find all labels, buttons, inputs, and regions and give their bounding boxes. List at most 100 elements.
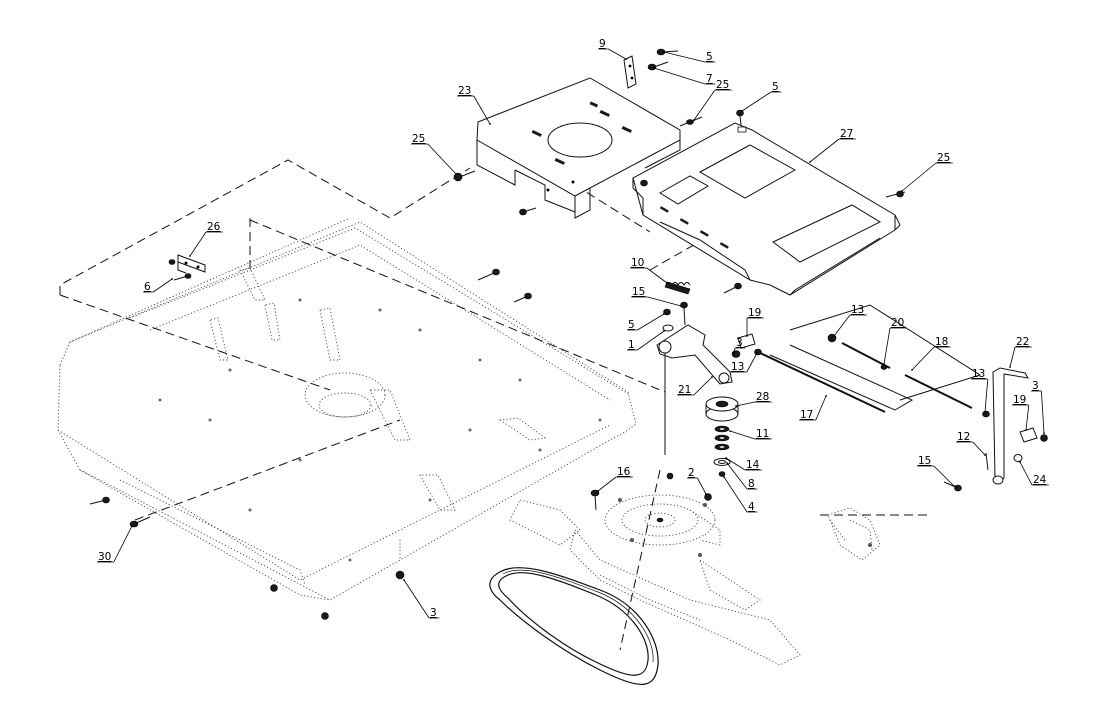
callout-arrowhead [723, 476, 725, 478]
callout-arrowhead [1009, 366, 1011, 368]
callout-leader [971, 378, 989, 413]
callout-number: 30 [98, 551, 111, 563]
callout-number: 10 [631, 257, 644, 269]
callout-number: 3 [1032, 380, 1039, 392]
callout-leader [833, 314, 867, 337]
callout-number: 25 [937, 152, 950, 164]
callout-leader [1019, 461, 1049, 486]
callout-leader [730, 352, 758, 373]
cover-plate-part-27 [632, 122, 901, 296]
rods [754, 304, 982, 413]
callout-leader [741, 91, 782, 112]
cover-plate-part-23 [476, 77, 681, 219]
callout-leader [627, 313, 665, 331]
callout-leader [956, 441, 986, 456]
callout-arrowhead [625, 58, 627, 60]
callout-leader [143, 278, 173, 293]
lever-part-22 [982, 367, 1048, 485]
callout-number: 14 [746, 459, 760, 471]
callout-number: 26 [207, 221, 221, 233]
callout-leader [809, 138, 856, 163]
callout-number: 21 [678, 384, 691, 396]
callout-number: 8 [748, 478, 755, 490]
callout-leader [911, 346, 951, 371]
callout-arrowhead [705, 493, 707, 495]
callout-number: 4 [748, 501, 755, 513]
callout-number: 28 [756, 391, 769, 403]
callout-leader [725, 457, 762, 471]
callout-arrowhead [733, 352, 735, 354]
callout-leader [631, 296, 682, 307]
callout-arrowhead [711, 376, 713, 378]
callout-number: 15 [918, 455, 931, 467]
callout-leader [746, 317, 764, 336]
callout-leader [726, 462, 758, 490]
callout-leader [723, 476, 758, 513]
callout-number: 12 [957, 431, 970, 443]
callout-number: 22 [1016, 336, 1029, 348]
callout-number: 15 [632, 286, 645, 298]
callout-arrowhead [663, 51, 665, 53]
idler-arm-assembly [656, 281, 756, 455]
pulley-stack [705, 396, 739, 477]
drive-belt [489, 567, 659, 685]
callout-number: 2 [688, 467, 695, 479]
callout-number: 18 [935, 336, 948, 348]
callout-leader [883, 327, 907, 365]
callout-number: 3 [430, 607, 437, 619]
callout-arrowhead [735, 405, 737, 407]
callout-leader [403, 579, 440, 619]
callout-arrowhead [756, 352, 758, 354]
callout-leader [1012, 404, 1030, 431]
callout-arrowhead [883, 363, 885, 365]
callout-leader [693, 89, 732, 121]
callout-arrowhead [666, 282, 668, 284]
callout-arrowhead [693, 119, 695, 121]
callout-leader [729, 430, 772, 440]
callout-arrowhead [725, 457, 727, 459]
callout-number: 23 [458, 85, 471, 97]
callout-leader [1009, 346, 1032, 368]
callout-arrowhead [746, 335, 748, 337]
mount-bracket [827, 507, 881, 561]
callout-arrowhead [663, 313, 665, 315]
callout-number: 25 [412, 133, 425, 145]
callout-number: 5 [706, 51, 713, 63]
callout-leader [189, 231, 223, 257]
callout-arrowhead [833, 335, 835, 337]
callout-leader [677, 376, 713, 396]
callout-leader [1031, 390, 1045, 434]
callout-number: 9 [599, 38, 606, 50]
callout-arrowhead [726, 462, 728, 464]
callout-arrowhead [489, 123, 491, 125]
callout-leader [597, 476, 633, 492]
callout-leader [457, 95, 491, 125]
callout-arrowhead [1019, 461, 1021, 463]
callout-number: 13 [972, 368, 985, 380]
callout-leader [663, 51, 716, 63]
callout-leader [627, 330, 665, 351]
callout-arrowhead [953, 485, 955, 487]
bracket-part-26 [177, 254, 206, 274]
mower-deck-outline [57, 217, 637, 601]
callout-arrowhead [597, 490, 599, 492]
callout-number: 25 [716, 79, 729, 91]
callout-leader [687, 477, 707, 495]
callout-number: 5 [772, 81, 779, 93]
callout-arrowhead [663, 330, 665, 332]
callout-arrowhead [171, 278, 173, 280]
callout-number: 24 [1033, 474, 1047, 486]
callout-number: 16 [617, 466, 631, 478]
callout-arrowhead [729, 430, 731, 432]
callout-leader [653, 67, 716, 85]
bracket-part-9 [623, 55, 637, 89]
callout-arrowhead [653, 67, 655, 69]
callout-number: 13 [851, 304, 864, 316]
callout-arrowhead [911, 369, 913, 371]
callout-leader [735, 401, 772, 407]
callout-leader [598, 48, 627, 60]
callout-number: 27 [840, 128, 853, 140]
callout-number: 19 [748, 307, 761, 319]
